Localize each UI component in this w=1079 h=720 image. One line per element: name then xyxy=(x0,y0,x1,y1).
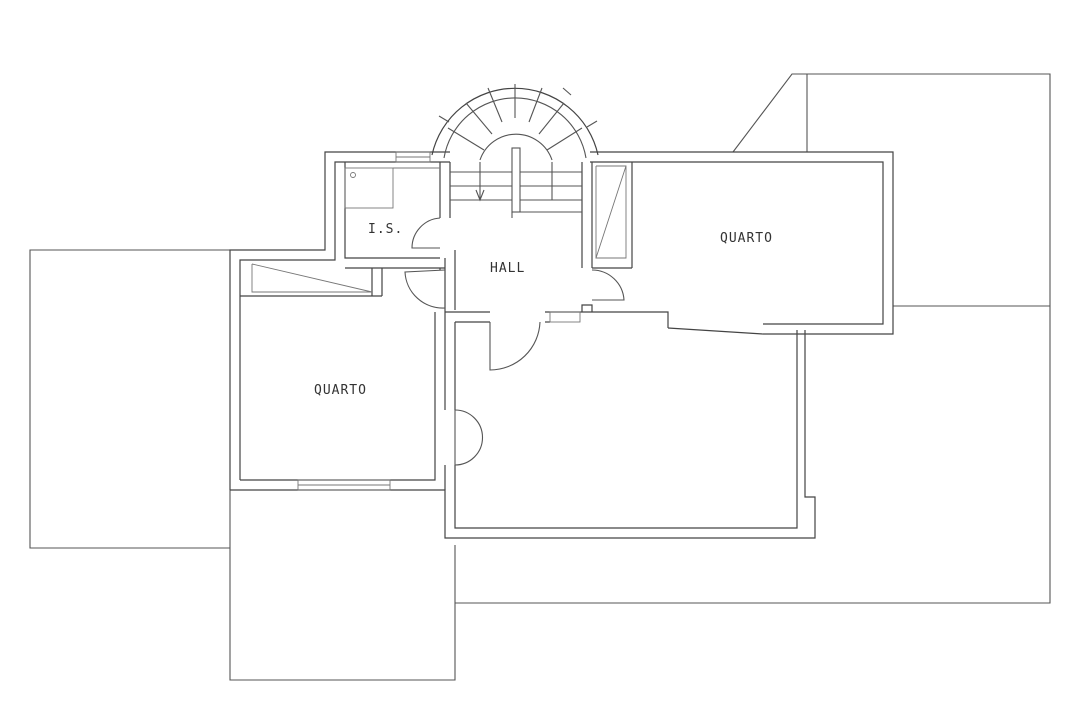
room-label-hall: HALL xyxy=(490,261,525,276)
room-labels: I.S. HALL QUARTO QUARTO xyxy=(314,222,773,398)
windows xyxy=(297,151,581,491)
built-in-closets xyxy=(251,165,627,293)
roof-outlines xyxy=(29,73,1051,681)
room-label-bedroom-left: QUARTO xyxy=(314,383,367,398)
door-living xyxy=(454,409,484,466)
spiral-staircase xyxy=(431,84,599,218)
doors xyxy=(404,217,625,466)
wc-fixtures xyxy=(344,167,440,209)
door-hall-right xyxy=(591,269,625,301)
room-label-wc: I.S. xyxy=(368,222,403,237)
door-wc xyxy=(411,217,441,249)
interior-walls xyxy=(240,162,764,490)
door-hall-lower xyxy=(489,321,541,371)
room-label-bedroom-right: QUARTO xyxy=(720,231,773,246)
door-bedroom-left xyxy=(404,269,446,309)
